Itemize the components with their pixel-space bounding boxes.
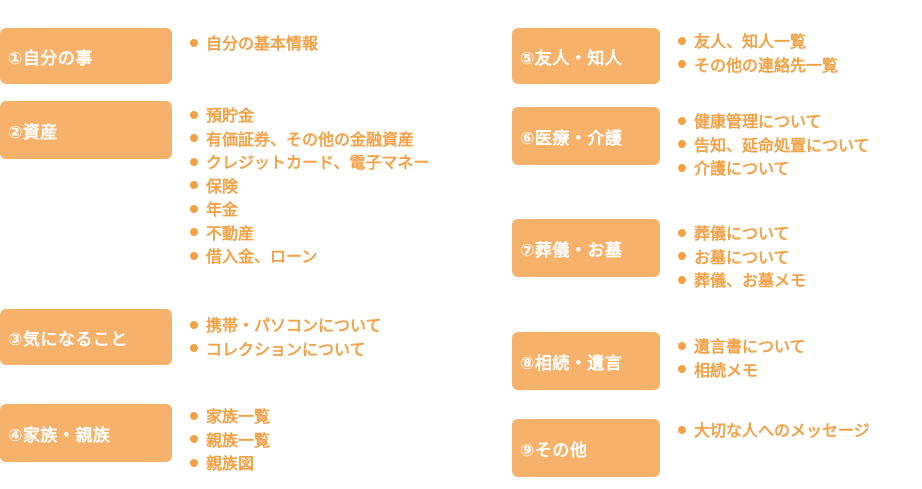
list-item[interactable]: 健康管理について	[678, 110, 870, 134]
bullet-icon	[190, 228, 198, 236]
list-item[interactable]: 年金	[190, 198, 429, 222]
list-item[interactable]: 相続メモ	[678, 359, 806, 383]
list-item[interactable]: 自分の基本情報	[190, 32, 318, 56]
list-item[interactable]: クレジットカード、電子マネー	[190, 151, 429, 175]
list-item[interactable]: 親族一覧	[190, 429, 270, 453]
bullet-icon	[678, 425, 686, 434]
list-item[interactable]: 家族一覧	[190, 405, 270, 429]
list-item[interactable]: その他の連絡先一覧	[678, 54, 838, 78]
bullet-icon	[190, 157, 198, 166]
list-item[interactable]: 借入金、ローン	[190, 245, 429, 269]
bullet-icon	[678, 252, 686, 260]
list-item[interactable]: コレクションについて	[190, 338, 382, 362]
list-item[interactable]: 友人、知人一覧	[678, 30, 838, 54]
bullet-icon	[678, 163, 686, 172]
section-assets-button[interactable]: ②資産	[0, 101, 172, 159]
list-item[interactable]: 告知、延命処置について	[678, 134, 870, 158]
list-item[interactable]: 大切な人へのメッセージ	[678, 419, 870, 443]
section-inheritance-button[interactable]: ⑧相続・遺言	[512, 332, 660, 390]
bullet-icon	[190, 134, 198, 142]
list-item[interactable]: 携帯・パソコンについて	[190, 314, 382, 338]
bullet-icon	[678, 60, 686, 68]
list-item[interactable]: 介護について	[678, 157, 870, 181]
bullet-icon	[190, 344, 198, 352]
bullet-icon	[190, 110, 198, 119]
bullet-icon	[678, 116, 686, 125]
bullet-icon	[190, 181, 198, 189]
bullet-icon	[190, 411, 198, 420]
list-item[interactable]: 不動産	[190, 222, 429, 246]
section-family-button[interactable]: ④家族・親族	[0, 404, 172, 462]
list-item[interactable]: 有価証券、その他の金融資産	[190, 128, 429, 152]
section-self-button[interactable]: ①自分の事	[0, 28, 172, 84]
list-item[interactable]: 遺言書について	[678, 335, 806, 359]
list-item[interactable]: 葬儀、お墓メモ	[678, 269, 806, 293]
bullet-icon	[190, 320, 198, 329]
list-item[interactable]: 預貯金	[190, 104, 429, 128]
section-medical-button[interactable]: ⑥医療・介護	[512, 107, 660, 165]
bullet-icon	[190, 435, 198, 443]
section-friends-button[interactable]: ⑤友人・知人	[512, 28, 660, 84]
section-other-button[interactable]: ⑨その他	[512, 419, 660, 477]
bullet-icon	[678, 228, 686, 237]
bullet-icon	[678, 36, 686, 45]
list-item[interactable]: 親族図	[190, 452, 270, 476]
section-funeral-button[interactable]: ⑦葬儀・お墓	[512, 219, 660, 277]
list-item[interactable]: 葬儀について	[678, 222, 806, 246]
bullet-icon	[190, 458, 198, 467]
section-concerns-button[interactable]: ③気になること	[0, 309, 172, 365]
bullet-icon	[190, 251, 198, 260]
bullet-icon	[190, 204, 198, 213]
bullet-icon	[678, 365, 686, 373]
bullet-icon	[678, 341, 686, 350]
list-item[interactable]: お墓について	[678, 246, 806, 270]
bullet-icon	[678, 140, 686, 148]
bullet-icon	[678, 275, 686, 284]
bullet-icon	[190, 38, 198, 47]
list-item[interactable]: 保険	[190, 175, 429, 199]
